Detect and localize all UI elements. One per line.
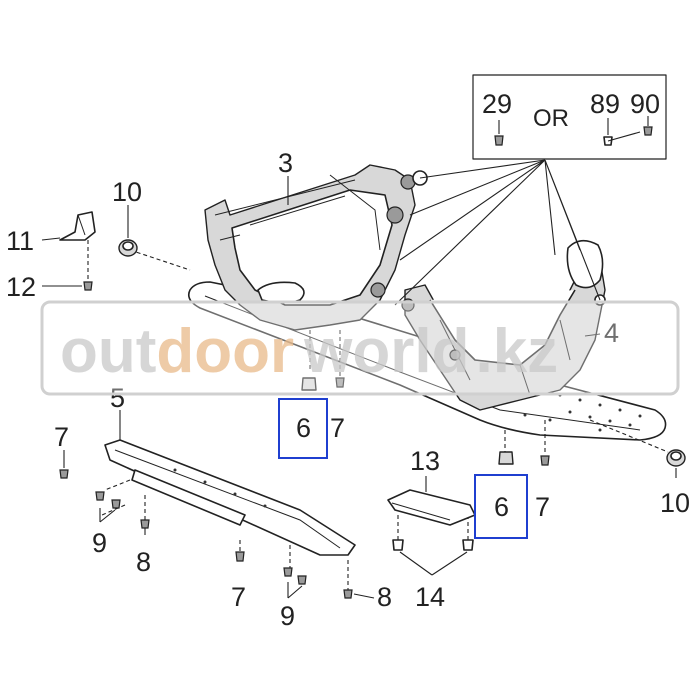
screw-7-c	[59, 469, 69, 479]
label-part-9-b: 9	[280, 601, 295, 631]
label-part-90: 90	[630, 89, 660, 119]
nuts-9-a	[95, 491, 121, 509]
label-leaders	[41, 176, 677, 599]
cross-brace	[104, 439, 356, 556]
skid-plate-holes	[523, 393, 642, 432]
highlight-box-6-left	[278, 398, 328, 459]
label-part-5: 5	[110, 383, 125, 413]
screw-12	[83, 281, 93, 291]
label-part-4: 4	[604, 318, 619, 348]
label-part-7-b: 7	[535, 492, 550, 522]
nut-6-right	[498, 451, 514, 465]
screw-7-a	[335, 377, 345, 388]
part-labels: 3 4 5 6 6 7 7 7 7 8 8 9 9 10 10 11 12 13…	[6, 89, 690, 631]
bolt-8-b	[343, 589, 353, 599]
label-part-7-c: 7	[54, 422, 69, 452]
label-part-89: 89	[590, 89, 620, 119]
label-part-11: 11	[6, 226, 34, 256]
label-part-3: 3	[278, 148, 293, 178]
watermark-part-1-accent: door	[156, 317, 294, 386]
nut-6-left	[301, 377, 317, 391]
plate-13	[387, 489, 476, 526]
watermark-part-1: out	[60, 317, 156, 386]
watermark-part-2: world	[303, 317, 469, 386]
label-part-12: 12	[6, 272, 36, 302]
watermark-part-3: .kz	[475, 317, 558, 386]
label-part-6-left: 6	[296, 413, 311, 443]
front-frame	[204, 164, 428, 331]
rear-frame	[401, 239, 606, 411]
label-part-10-right: 10	[660, 488, 690, 518]
bolt-8-a	[140, 519, 150, 529]
label-part-14: 14	[415, 582, 445, 612]
grommet-10-top	[118, 239, 138, 257]
label-part-8-a: 8	[136, 547, 151, 577]
label-or: OR	[533, 105, 569, 132]
nuts-9-b	[283, 567, 307, 585]
screw-7-d	[235, 551, 245, 562]
fastener-callout-box	[472, 74, 667, 160]
bracket-11	[59, 211, 96, 241]
label-part-7-d: 7	[231, 582, 246, 612]
label-part-29: 29	[482, 89, 512, 119]
label-part-10-top: 10	[112, 177, 142, 207]
rivets-14	[392, 539, 474, 551]
installation-lines	[87, 240, 669, 590]
grommet-10-right	[666, 449, 686, 467]
label-part-13: 13	[410, 446, 440, 476]
label-part-7-a: 7	[330, 413, 345, 443]
label-part-9-a: 9	[92, 528, 107, 558]
label-part-6-right: 6	[494, 492, 509, 522]
callout-leaders	[394, 159, 601, 306]
highlight-box-6-right	[474, 474, 528, 539]
screw-7-b	[540, 455, 550, 466]
label-part-8-b: 8	[377, 582, 392, 612]
